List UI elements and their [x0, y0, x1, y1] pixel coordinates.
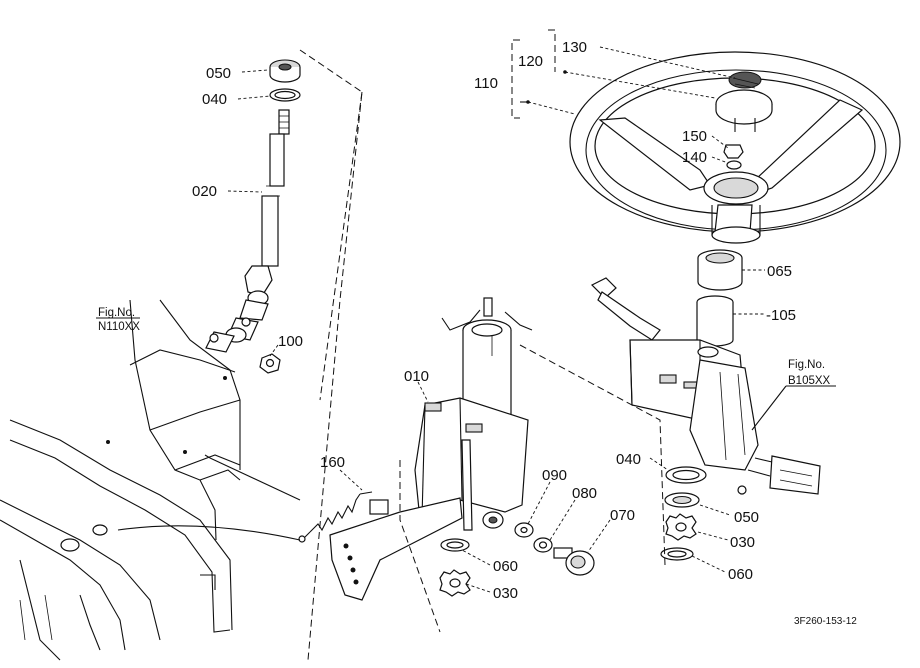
callout-040-right: 040 — [616, 451, 641, 468]
tractor-frame — [0, 299, 241, 661]
callout-090: 090 — [542, 467, 567, 484]
callout-060-right: 060 — [728, 566, 753, 583]
lower-right-hardware — [660, 466, 707, 561]
steering-column — [329, 297, 533, 601]
fig-ref-left-line1: Fig.No. — [98, 307, 135, 319]
drawing-code: 3F260-153-12 — [794, 616, 857, 627]
callout-140: 140 — [682, 149, 707, 166]
spring-160 — [298, 491, 373, 543]
steering-shaft — [205, 59, 301, 353]
hub-nut — [723, 144, 744, 170]
column-bushing — [696, 249, 743, 347]
callout-060-mid: 060 — [493, 558, 518, 575]
fig-ref-right-line2: B105XX — [788, 375, 831, 387]
callout-150: 150 — [682, 128, 707, 145]
callout-020: 020 — [192, 183, 217, 200]
callout-065: 065 — [767, 263, 792, 280]
callout-110: 110 — [474, 75, 498, 92]
callout-105: -105 — [766, 307, 796, 324]
callout-130: 130 — [562, 39, 587, 56]
callout-120: 120 — [518, 53, 543, 70]
fig-ref-right-line1: Fig.No. — [788, 359, 825, 371]
figure-references: Fig.No. N110XX Fig.No. B105XX — [96, 307, 836, 431]
steering-wheel — [569, 51, 901, 244]
center-cap — [715, 71, 773, 132]
callout-050-right: 050 — [734, 509, 759, 526]
callout-080: 080 — [572, 485, 597, 502]
callout-040-top: 040 — [202, 91, 227, 108]
callout-030-right: 030 — [730, 534, 755, 551]
callout-010: 010 — [404, 368, 429, 385]
assembly-dashed-lines — [299, 29, 666, 661]
callout-100: 100 — [278, 333, 303, 350]
fig-ref-left-line2: N110XX — [98, 321, 140, 333]
callout-050-top: 050 — [206, 65, 231, 82]
callout-070: 070 — [610, 507, 635, 524]
callout-labels: 050 040 020 100 110 120 130 150 140 065 … — [192, 39, 796, 602]
leader-lines — [117, 46, 765, 593]
callout-030-mid: 030 — [493, 585, 518, 602]
lower-middle-hardware — [439, 522, 595, 597]
steering-unit — [590, 277, 821, 495]
nut-100 — [259, 353, 281, 374]
callout-160: 160 — [320, 454, 345, 471]
